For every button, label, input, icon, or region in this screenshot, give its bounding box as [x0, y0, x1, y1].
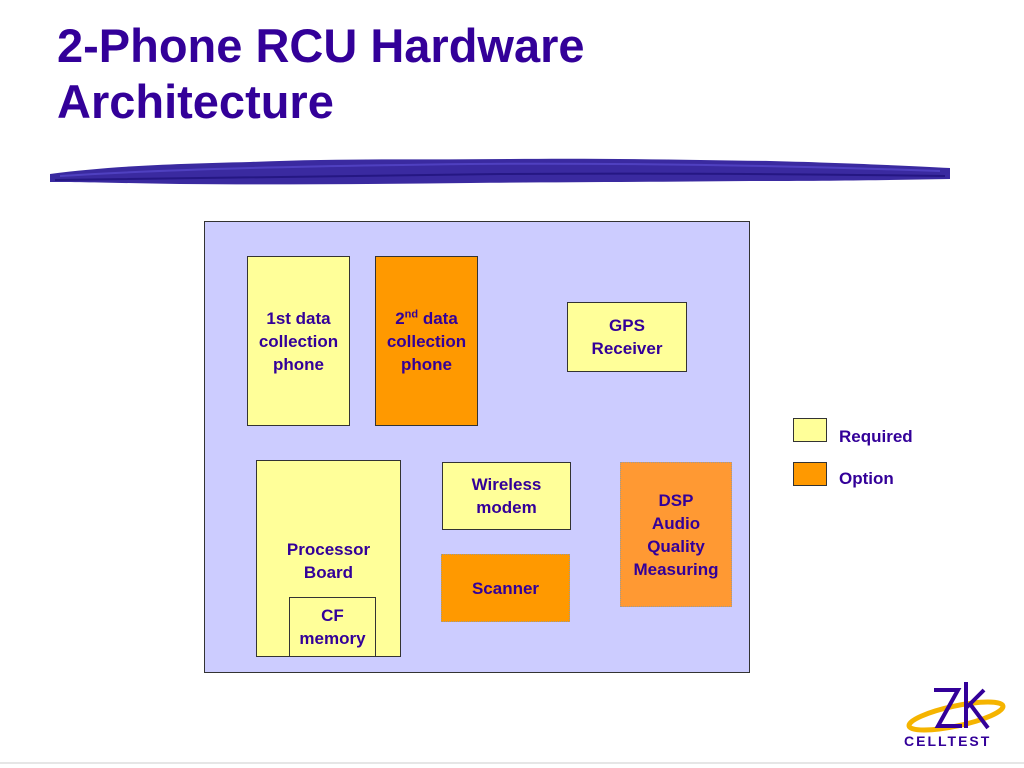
scanner-label: Scanner [471, 578, 540, 598]
gps-line2: Receiver [591, 339, 663, 358]
phone-1-line2: collection [258, 332, 339, 351]
dsp-line4: Measuring [633, 559, 719, 579]
zk-logo [906, 682, 1006, 733]
dsp-block: DSP Audio Quality Measuring [620, 462, 732, 607]
modem-line2: modem [476, 498, 537, 517]
wireless-modem-block: Wireless modem [442, 462, 571, 530]
processor-line1: Processor [286, 540, 371, 559]
phone-2-block: 2nd data collection phone [375, 256, 478, 426]
phone-1-line1: 1st data [266, 309, 331, 328]
dsp-line2: Audio [651, 513, 701, 533]
scanner-block: Scanner [441, 554, 570, 622]
phone-2-num: 2 [395, 309, 405, 328]
legend-option-label: Option [839, 469, 894, 488]
legend-required-label: Required [839, 427, 913, 446]
slide-title-line1: 2-Phone RCU Hardware [57, 19, 585, 72]
legend-required-swatch [793, 418, 827, 442]
gps-line1: GPS [609, 316, 645, 335]
cf-line1: CF [321, 606, 344, 625]
processor-line2: Board [303, 563, 354, 582]
cf-line2: memory [299, 629, 366, 648]
dsp-line3: Quality [647, 536, 705, 556]
phone-1-block: 1st data collection phone [247, 256, 350, 426]
phone-2-line1: data [418, 309, 458, 328]
phone-2-line2: collection [386, 332, 467, 351]
celltest-logo-text: CELLTEST [904, 733, 992, 749]
dsp-line1: DSP [658, 490, 694, 510]
gps-receiver-block: GPS Receiver [567, 302, 687, 372]
legend-option-swatch [793, 462, 827, 486]
phone-1-line3: phone [272, 355, 324, 374]
phone-2-sup: nd [404, 308, 419, 321]
phone-2-line3: phone [400, 355, 452, 374]
brush-divider [50, 158, 950, 185]
cf-memory-block: CF memory [289, 597, 376, 657]
modem-line1: Wireless [471, 475, 542, 494]
footer-line [0, 762, 1024, 764]
slide-title: 2-Phone RCU Hardware Architecture [57, 18, 817, 130]
slide-title-line2: Architecture [57, 75, 334, 128]
